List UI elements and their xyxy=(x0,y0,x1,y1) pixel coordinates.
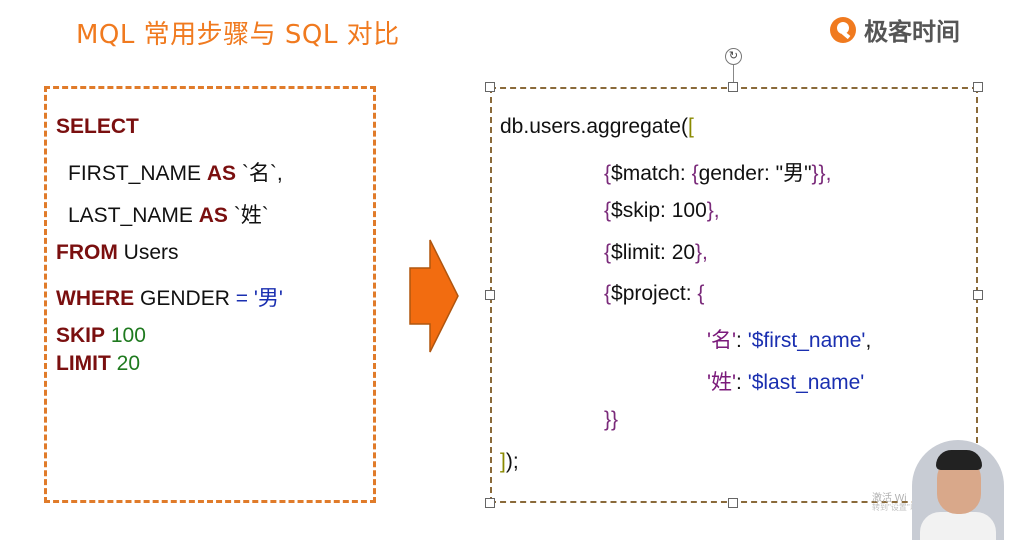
mql-project-close-line: }} xyxy=(604,408,618,432)
mql-bracket: ] xyxy=(500,450,506,473)
mql-brace: }, xyxy=(706,199,720,222)
sql-alias: `姓` xyxy=(233,204,269,227)
mql-text: ); xyxy=(505,450,519,473)
sql-number: 20 xyxy=(116,352,141,375)
mql-brace: }} xyxy=(604,408,619,431)
sql-keyword: SELECT xyxy=(56,115,139,138)
sql-keyword: AS xyxy=(198,204,228,227)
sql-table: Users xyxy=(123,241,179,264)
mql-key: '名' xyxy=(707,329,737,352)
mql-text: : xyxy=(736,329,748,352)
mql-code-box[interactable] xyxy=(490,87,978,503)
mql-value: '$last_name' xyxy=(747,371,865,394)
geektime-logo-icon xyxy=(828,15,858,45)
sql-keyword: WHERE xyxy=(56,287,135,310)
resize-handle-bottom-left[interactable] xyxy=(485,498,495,508)
resize-handle-left[interactable] xyxy=(485,290,495,300)
mql-brace: { xyxy=(697,282,705,305)
sql-column: GENDER xyxy=(140,287,230,310)
mql-text: $match: xyxy=(611,162,692,185)
sql-skip-line: SKIP 100 xyxy=(56,324,146,348)
mql-value: '$first_name' xyxy=(747,329,866,352)
sql-column: FIRST_NAME xyxy=(68,162,202,185)
sql-keyword: SKIP xyxy=(56,324,106,347)
sql-string: '男' xyxy=(253,287,283,310)
mql-text: gender: "男" xyxy=(698,162,812,185)
mql-match-line: {$match: {gender: "男"}}, xyxy=(604,157,831,187)
mql-brace: { xyxy=(604,282,612,305)
rotate-handle-line xyxy=(733,62,734,87)
mql-text: , xyxy=(865,329,872,352)
mql-brace: { xyxy=(691,162,699,185)
rotate-handle-icon[interactable]: ↻ xyxy=(725,48,742,65)
mql-text: db.users.aggregate( xyxy=(500,115,688,138)
mql-brace: }, xyxy=(695,241,708,264)
mql-skip-line: {$skip: 100}, xyxy=(604,199,720,223)
mql-text: $project: xyxy=(611,282,698,305)
mql-end-line: ]); xyxy=(500,450,519,474)
right-arrow-icon xyxy=(408,238,460,359)
sql-first-name-line: FIRST_NAME AS `名`, xyxy=(68,157,283,187)
mql-brace: }}, xyxy=(811,162,832,185)
avatar-hair xyxy=(936,450,982,470)
resize-handle-right[interactable] xyxy=(973,290,983,300)
sql-limit-line: LIMIT 20 xyxy=(56,352,140,376)
mql-text: $limit: 20 xyxy=(611,241,696,264)
sql-operator: = xyxy=(235,287,248,310)
mql-text: $skip: 100 xyxy=(611,199,707,222)
mql-last-name-line: '姓': '$last_name' xyxy=(707,366,864,396)
logo-text: 极客时间 xyxy=(864,18,960,46)
mql-limit-line: {$limit: 20}, xyxy=(604,241,708,265)
mql-brace: { xyxy=(604,241,612,264)
sql-where-line: WHERE GENDER = '男' xyxy=(56,282,283,312)
sql-keyword: LIMIT xyxy=(56,352,111,375)
sql-from-line: FROM Users xyxy=(56,241,179,265)
activation-watermark-sub: 转到"设置"以 xyxy=(872,503,918,512)
page-title: MQL 常用步骤与 SQL 对比 xyxy=(76,20,400,50)
presenter-video-avatar xyxy=(912,440,1004,540)
avatar-shirt xyxy=(920,512,996,540)
resize-handle-top-left[interactable] xyxy=(485,82,495,92)
mql-project-line: {$project: { xyxy=(604,282,704,306)
mql-text: : xyxy=(736,371,748,394)
resize-handle-bottom[interactable] xyxy=(728,498,738,508)
mql-brace: { xyxy=(604,199,612,222)
sql-alias: `名`, xyxy=(241,162,283,185)
logo: 极客时间 xyxy=(828,12,960,47)
sql-column: LAST_NAME xyxy=(68,204,193,227)
mql-aggregate-line: db.users.aggregate([ xyxy=(500,115,694,139)
sql-number: 100 xyxy=(110,324,146,347)
sql-select-line: SELECT xyxy=(56,115,139,139)
mql-key: '姓' xyxy=(707,371,737,394)
resize-handle-top[interactable] xyxy=(728,82,738,92)
sql-keyword: FROM xyxy=(56,241,118,264)
sql-code-box xyxy=(44,86,376,503)
mql-brace: { xyxy=(604,162,612,185)
sql-keyword: AS xyxy=(206,162,237,185)
mql-bracket: [ xyxy=(687,115,694,138)
sql-last-name-line: LAST_NAME AS `姓` xyxy=(68,199,269,229)
activation-watermark: 激活 Wi xyxy=(872,493,907,504)
resize-handle-top-right[interactable] xyxy=(973,82,983,92)
mql-first-name-line: '名': '$first_name', xyxy=(707,324,871,354)
